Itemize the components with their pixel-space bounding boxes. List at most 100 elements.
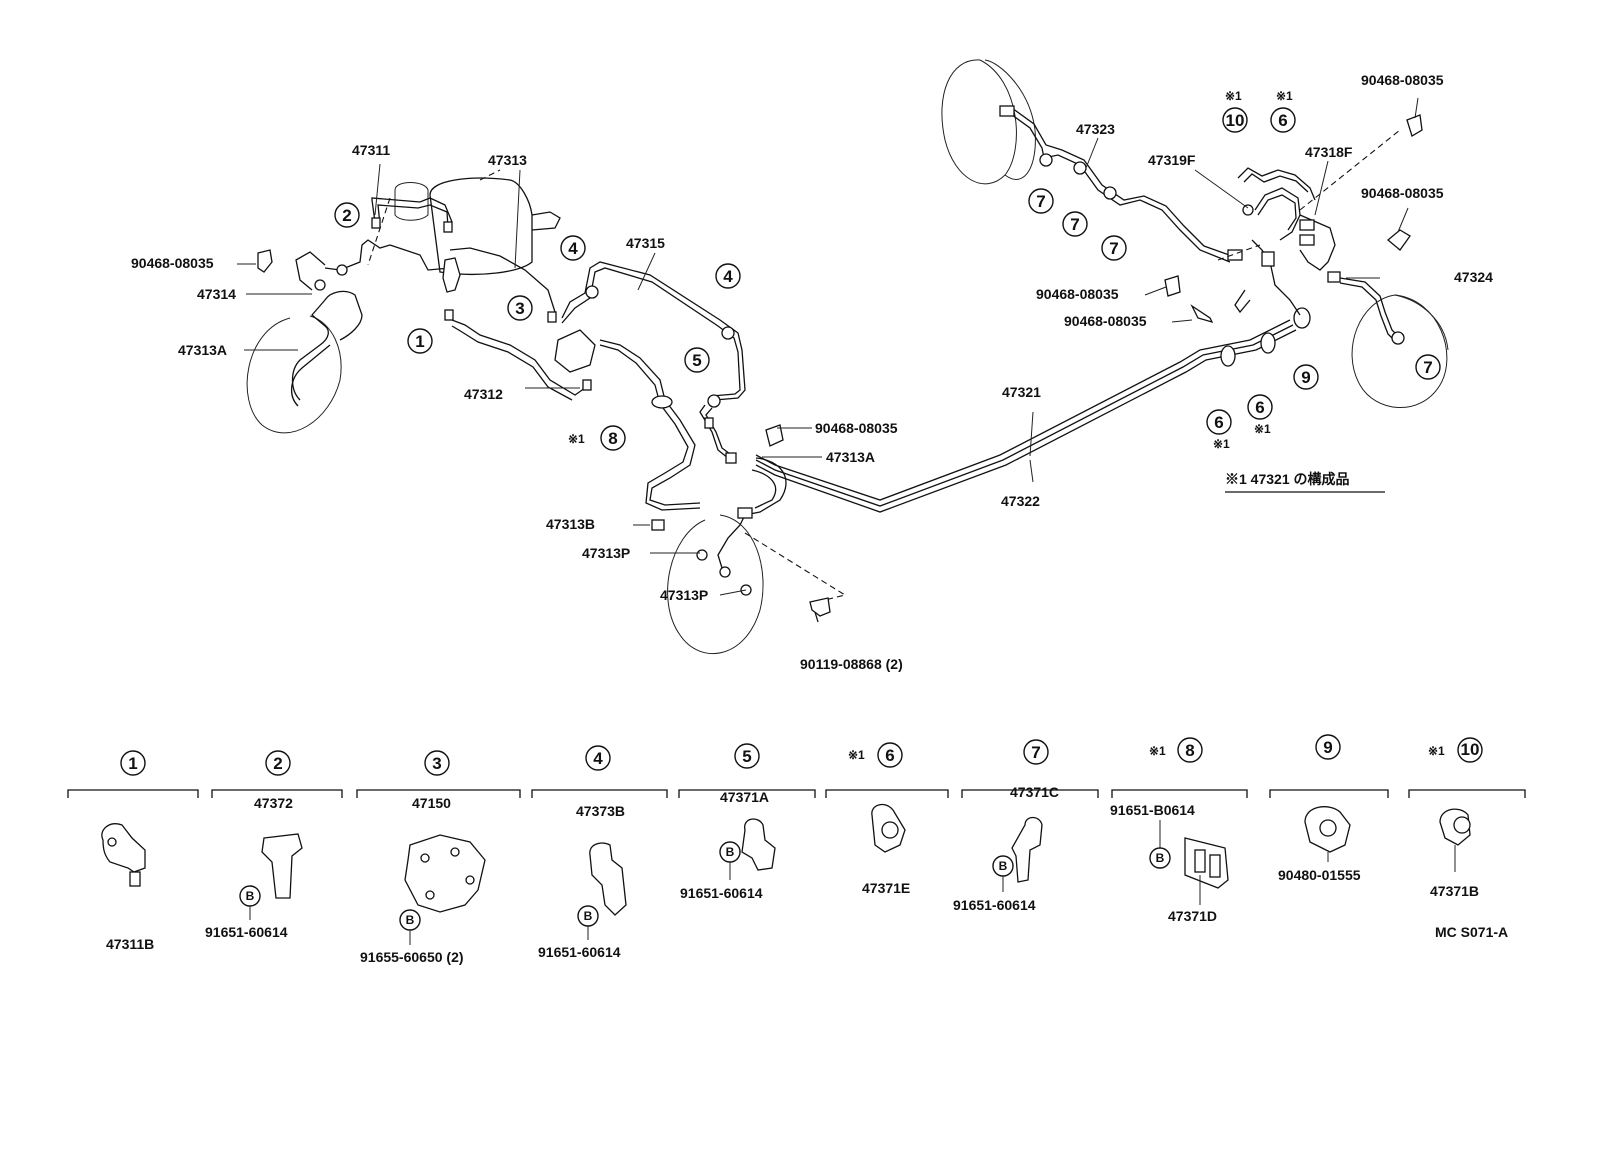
index-circle-4b: 4 — [715, 263, 741, 289]
index-circle-7d: 7 — [1415, 354, 1441, 380]
detail-item-3: 3 47150 B 91655-60650 (2) — [360, 750, 486, 965]
svg-text:3: 3 — [515, 299, 524, 318]
index-circle-7a: 7 — [1028, 188, 1054, 214]
detail-4-part: 47373B — [576, 803, 625, 819]
detail-7-part: 47371C — [1010, 784, 1059, 800]
detail-5-bolt: 91651-60614 — [680, 885, 763, 901]
note-mark-8: ※1 — [568, 432, 585, 446]
index-circle-9: 9 — [1293, 364, 1319, 390]
detail-7-bolt: 91651-60614 — [953, 897, 1036, 913]
detail-5-part: 47371A — [720, 789, 769, 805]
part-label-90468-08035-f: 90468-08035 — [1064, 313, 1147, 329]
part-label-47312: 47312 — [464, 386, 503, 402]
detail-1-part: 47311B — [106, 936, 154, 952]
rear-right-brake-drum — [1351, 294, 1449, 409]
svg-text:B: B — [246, 889, 255, 903]
detail-6-part: 47371E — [862, 880, 910, 896]
part-label-47324: 47324 — [1454, 269, 1493, 285]
part-label-47313: 47313 — [488, 152, 527, 168]
svg-text:2: 2 — [342, 206, 351, 225]
detail-8-bolt: 91651-B0614 — [1110, 802, 1195, 818]
note-mark-6b: ※1 — [1254, 422, 1271, 436]
svg-text:4: 4 — [723, 267, 733, 286]
note-mark-6a: ※1 — [1276, 89, 1293, 103]
svg-text:9: 9 — [1301, 368, 1310, 387]
detail-item-9: 9 90480-01555 — [1278, 734, 1361, 883]
part-label-47315: 47315 — [626, 235, 665, 251]
detail-item-2: 2 47372 B 91651-60614 — [205, 750, 303, 940]
svg-text:B: B — [999, 859, 1008, 873]
detail-item-8: ※1 8 91651-B0614 B 47371D — [1110, 737, 1229, 924]
part-label-47318F: 47318F — [1305, 144, 1353, 160]
detail-3-bolt: 91655-60650 (2) — [360, 949, 464, 965]
index-circle-7b: 7 — [1062, 211, 1088, 237]
svg-text:10: 10 — [1461, 740, 1480, 759]
left-brake-drum — [246, 315, 342, 434]
detail-2-bolt: 91651-60614 — [205, 924, 288, 940]
svg-text:8: 8 — [1185, 741, 1194, 760]
part-label-47321: 47321 — [1002, 384, 1041, 400]
svg-text:7: 7 — [1109, 239, 1118, 258]
svg-text:B: B — [584, 909, 593, 923]
part-label-90468-08035-e: 90468-08035 — [1036, 286, 1119, 302]
part-label-90468-08035-c: 90468-08035 — [1361, 72, 1444, 88]
svg-text:※1: ※1 — [1149, 744, 1166, 758]
svg-text:4: 4 — [593, 749, 603, 768]
part-label-47313B: 47313B — [546, 516, 595, 532]
detail-10-part: 47371B — [1430, 883, 1479, 899]
svg-text:1: 1 — [415, 332, 424, 351]
svg-text:※1: ※1 — [1428, 744, 1445, 758]
svg-text:6: 6 — [1214, 413, 1223, 432]
index-circle-3: 3 — [507, 295, 533, 321]
part-label-47322: 47322 — [1001, 493, 1040, 509]
index-circle-6a: 6 — [1270, 107, 1296, 133]
note-mark-10: ※1 — [1225, 89, 1242, 103]
part-label-47313A-a: 47313A — [178, 342, 227, 358]
part-label-90468-08035-b: 90468-08035 — [815, 420, 898, 436]
part-label-47313P-b: 47313P — [660, 587, 708, 603]
detail-4-bolt: 91651-60614 — [538, 944, 621, 960]
index-circle-7c: 7 — [1101, 235, 1127, 261]
part-label-47319F: 47319F — [1148, 152, 1196, 168]
index-circle-6b: 6 — [1247, 394, 1273, 420]
part-label-47314: 47314 — [197, 286, 236, 302]
component-note: ※1 47321 の構成品 — [1225, 471, 1350, 487]
svg-text:7: 7 — [1423, 358, 1432, 377]
svg-text:7: 7 — [1070, 215, 1079, 234]
svg-text:B: B — [726, 845, 735, 859]
master-cylinder-booster — [367, 169, 561, 276]
part-label-90119-08868: 90119-08868 (2) — [800, 656, 903, 672]
index-circle-4a: 4 — [560, 235, 586, 261]
detail-item-6: ※1 6 47371E — [848, 742, 910, 896]
index-circle-5: 5 — [684, 347, 710, 373]
detail-item-1: 1 47311B — [101, 750, 154, 952]
part-label-90468-08035-a: 90468-08035 — [131, 255, 214, 271]
diagram-code: MC S071-A — [1435, 924, 1508, 940]
svg-text:3: 3 — [432, 754, 441, 773]
svg-text:6: 6 — [885, 746, 894, 765]
detail-8-part: 47371D — [1168, 908, 1217, 924]
detail-item-4: 4 47373B B 91651-60614 — [538, 745, 627, 960]
note-mark-6c: ※1 — [1213, 437, 1230, 451]
detail-item-10: ※1 10 47371B — [1428, 737, 1483, 899]
index-circle-10: 10 — [1222, 107, 1248, 133]
svg-text:10: 10 — [1226, 111, 1245, 130]
svg-text:※1: ※1 — [848, 748, 865, 762]
index-circle-2: 2 — [334, 202, 360, 228]
svg-text:6: 6 — [1278, 111, 1287, 130]
svg-text:1: 1 — [128, 754, 137, 773]
part-label-47313A-b: 47313A — [826, 449, 875, 465]
detail-item-7: 7 47371C B 91651-60614 — [953, 739, 1059, 913]
svg-text:5: 5 — [742, 747, 751, 766]
svg-text:B: B — [1156, 851, 1165, 865]
svg-text:9: 9 — [1323, 738, 1332, 757]
svg-text:4: 4 — [568, 239, 578, 258]
detail-2-part: 47372 — [254, 795, 293, 811]
svg-text:7: 7 — [1036, 192, 1045, 211]
index-circle-8: 8 — [600, 425, 626, 451]
svg-text:5: 5 — [692, 351, 701, 370]
part-label-90468-08035-d: 90468-08035 — [1361, 185, 1444, 201]
detail-3-part: 47150 — [412, 795, 451, 811]
